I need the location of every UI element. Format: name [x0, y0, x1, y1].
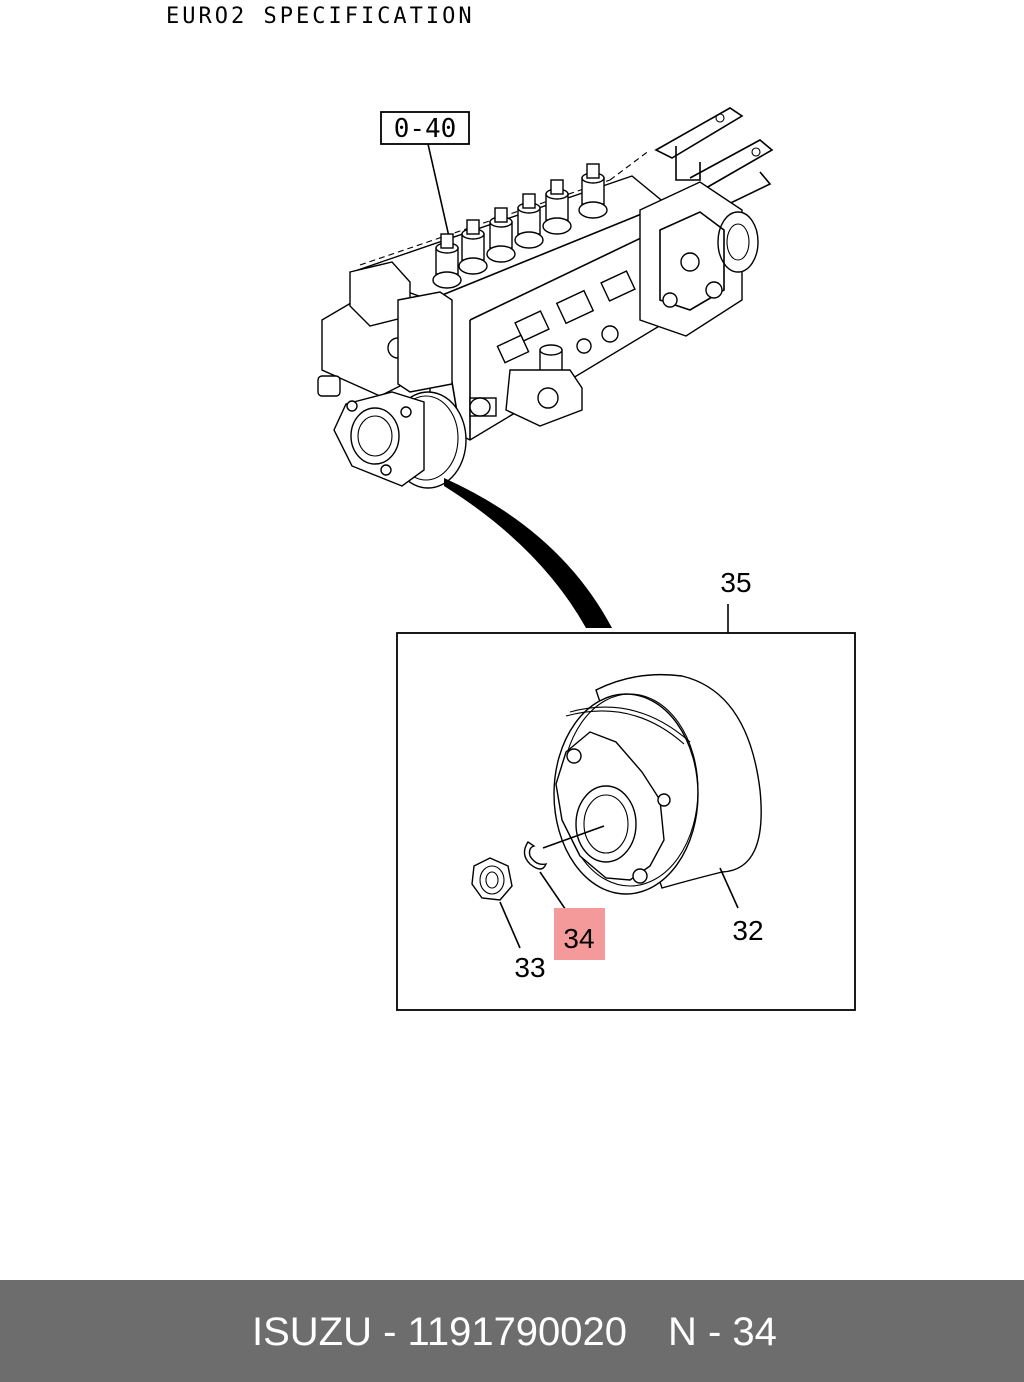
injection-pump-assembly	[317, 107, 774, 489]
shaft-axis-line	[542, 825, 605, 849]
lock-washer-part[interactable]	[523, 841, 548, 870]
detail-pointer-arrow	[444, 478, 612, 628]
reference-box[interactable]: 0-40	[380, 111, 470, 145]
highlight-marker	[554, 908, 605, 960]
pulley-part[interactable]	[553, 673, 762, 895]
callout-washer[interactable]: 34	[563, 923, 594, 954]
nut-part[interactable]	[471, 857, 513, 901]
detail-box	[396, 632, 856, 1011]
callout-pulley[interactable]: 32	[732, 915, 763, 946]
nut-leader-line	[499, 901, 521, 949]
exploded-parts-diagram: 0-40	[317, 107, 856, 1011]
pulley-leader-line	[719, 867, 739, 909]
callout-assembly[interactable]: 35	[720, 567, 751, 598]
footer-brand-part: ISUZU - 1191790020	[252, 1310, 628, 1354]
reference-box-label: 0-40	[394, 114, 457, 144]
spec-title: EURO2 SPECIFICATION	[166, 4, 475, 29]
callout-nut[interactable]: 33	[514, 952, 545, 983]
footer-page-ref: N - 34	[668, 1310, 777, 1354]
footer-bar: ISUZU - 1191790020 N - 34	[0, 1280, 1024, 1382]
reference-leader-line	[427, 143, 453, 251]
